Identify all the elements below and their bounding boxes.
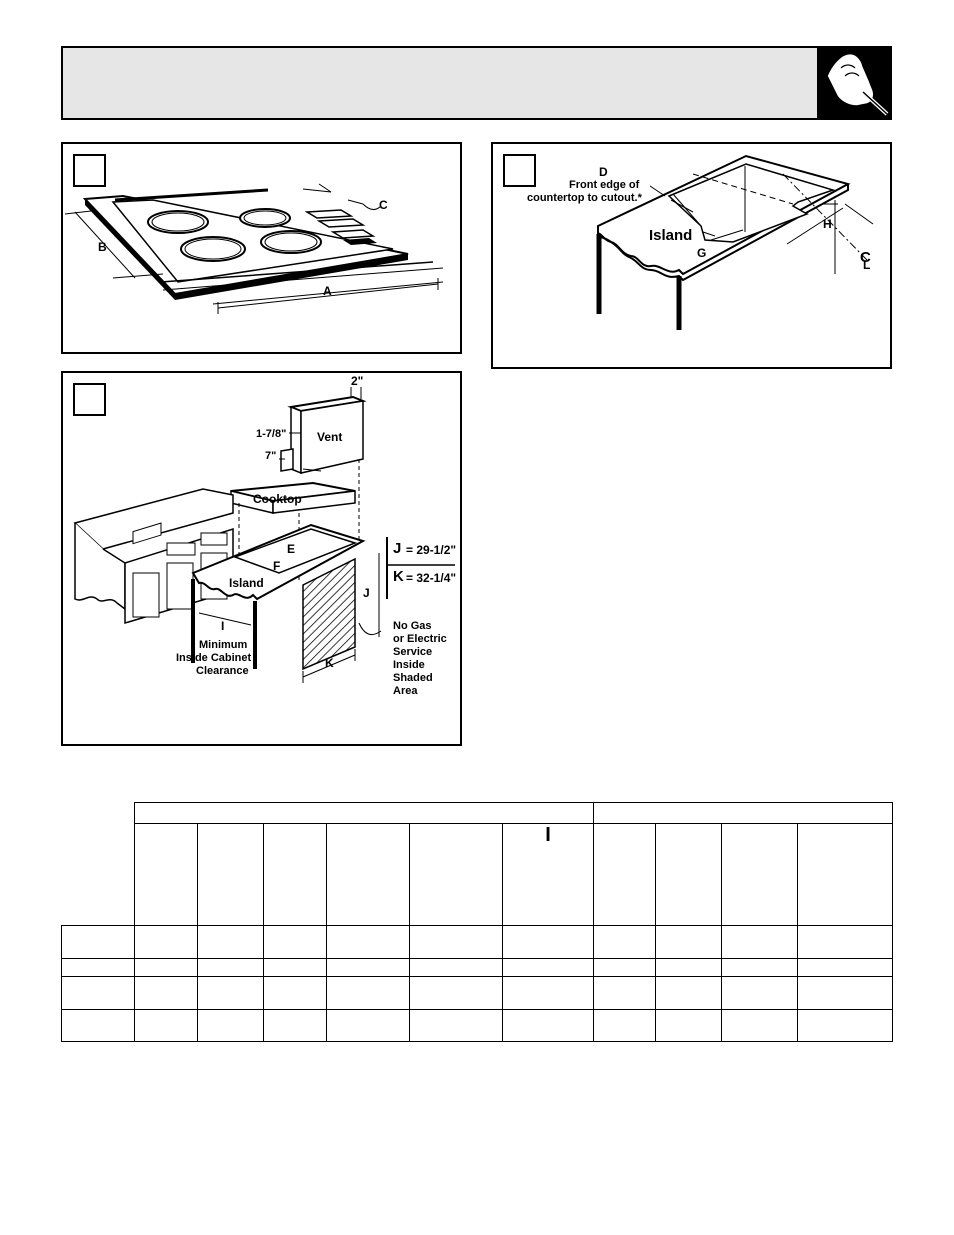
label-1-7-8in: 1-7/8" <box>256 428 287 440</box>
min-clearance-line1: Minimum <box>199 639 248 651</box>
table-column-header-row: I <box>61 823 894 926</box>
table-row <box>61 958 894 977</box>
label-7in: 7" <box>265 450 277 462</box>
island-countertop-drawing <box>596 154 874 330</box>
no-gas-line5: Shaded <box>393 672 433 684</box>
island-countertop-figure: D Front edge of countertop to cutout.* I… <box>491 142 892 369</box>
label-h: H <box>823 217 832 231</box>
label-g: G <box>697 246 707 260</box>
label-i: I <box>221 619 225 633</box>
table-group-header-row <box>61 802 894 824</box>
page-header-bar <box>61 46 892 120</box>
table-row <box>61 1009 894 1042</box>
no-gas-line4: Inside <box>393 659 425 671</box>
figure-number-box <box>73 383 106 416</box>
label-f: F <box>273 559 281 573</box>
label-vent: Vent <box>317 430 343 444</box>
label-j: J <box>363 586 370 600</box>
centerline-label-l: L <box>863 258 871 272</box>
k-dimension-value: = 32-1/4" <box>406 571 457 585</box>
table-row <box>61 925 894 959</box>
label-cooktop: Cooktop <box>253 492 302 506</box>
island-installation-drawing <box>73 387 455 683</box>
label-k: K <box>325 656 334 670</box>
figure-number-box <box>73 154 106 187</box>
no-gas-line2: or Electric <box>393 633 447 645</box>
island-installation-figure: 2" 1-7/8" 7" Vent Cooktop E F Island I J… <box>61 371 462 746</box>
group-header-left <box>133 802 595 824</box>
centerline-label-c: C <box>860 249 871 266</box>
front-edge-note-line2: countertop to cutout.* <box>527 192 642 204</box>
column-header-i: I <box>501 823 595 926</box>
label-b: B <box>98 240 107 254</box>
label-island: Island <box>229 576 264 590</box>
figure-number-box <box>503 154 536 187</box>
no-gas-line3: Service <box>393 646 433 658</box>
min-clearance-line3: Clearance <box>196 665 249 677</box>
no-gas-line1: No Gas <box>393 620 432 632</box>
front-edge-note-line1: Front edge of <box>569 179 640 191</box>
hand-with-screwdriver-icon <box>817 46 892 120</box>
j-dimension-letter: J <box>393 540 402 557</box>
cooktop-drawing <box>64 183 444 314</box>
cooktop-dimensions-figure: A B C <box>61 142 462 354</box>
label-a: A <box>323 284 332 298</box>
j-dimension-value: = 29-1/2" <box>406 543 457 557</box>
min-clearance-line2: Inside Cabinet <box>176 652 252 664</box>
label-c: C <box>379 198 388 212</box>
dimensions-table: I <box>61 802 894 1042</box>
no-gas-line6: Area <box>393 685 418 697</box>
k-dimension-letter: K <box>393 568 404 585</box>
label-island: Island <box>649 227 693 244</box>
table-row <box>61 976 894 1010</box>
label-e: E <box>287 542 296 556</box>
label-2in: 2" <box>351 374 364 388</box>
label-d: D <box>599 165 608 179</box>
group-header-right <box>593 802 894 824</box>
